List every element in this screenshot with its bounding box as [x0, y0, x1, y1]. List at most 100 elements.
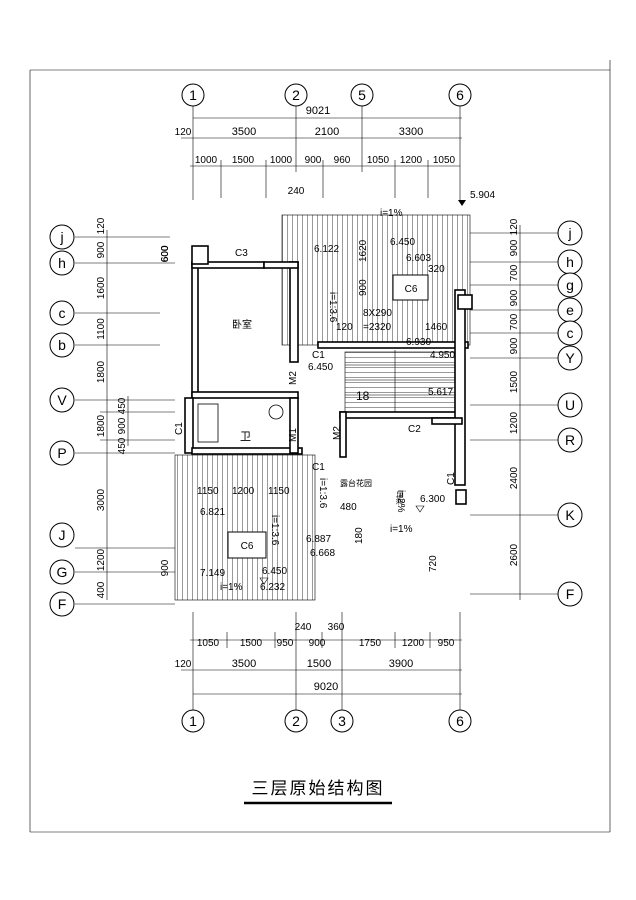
door-label: M1	[288, 428, 299, 442]
dim-note: 1150	[197, 486, 219, 497]
right-dim: 1200	[509, 411, 520, 434]
top-overall-dim: 9021	[306, 105, 330, 117]
axis-bubble: U	[557, 392, 583, 418]
level-value: 5.904	[470, 190, 495, 201]
left-dim: 1600	[96, 276, 107, 299]
svg-text:6: 6	[456, 713, 464, 729]
dim-note: 8X290	[363, 308, 392, 319]
svg-text:6: 6	[456, 87, 464, 103]
svg-text:R: R	[565, 432, 575, 448]
level-value: 6.450	[262, 566, 287, 577]
top-span-dim: 3300	[399, 126, 423, 138]
axis-bubble: c	[557, 320, 583, 346]
axis-bubble: c	[49, 300, 75, 326]
dim-note: 480	[340, 502, 357, 513]
window-label: C3	[235, 248, 248, 259]
svg-text:2: 2	[292, 87, 300, 103]
axis-bubble: h	[49, 250, 75, 276]
bathroom-walls	[184, 397, 303, 455]
svg-text:Y: Y	[565, 350, 575, 366]
axis-bubble: V	[49, 387, 75, 413]
top-sub-dim: 1050	[433, 155, 456, 166]
window-label: C1	[174, 422, 185, 435]
svg-text:K: K	[565, 507, 575, 523]
bottom-sub-dim: 1050	[197, 638, 220, 649]
dim-note: 1150	[268, 486, 290, 497]
room-label-bathroom: 卫	[240, 431, 251, 443]
bottom-small-dim: 360	[328, 622, 345, 633]
level-value: 6.930	[406, 337, 431, 348]
right-dim: 1500	[509, 370, 520, 393]
dimension-notes: 1620 900 8X290 =2320 120 1460 320 600 48…	[160, 239, 448, 572]
room-labels: 卧室 卫 露台花园 浴缸	[232, 318, 404, 505]
bottom-sub-dim: 950	[438, 638, 455, 649]
dim-note: 1200	[232, 486, 255, 497]
right-dim: 2600	[509, 543, 520, 566]
axis-bubble: R	[557, 427, 583, 453]
dim-note: 180	[354, 527, 365, 544]
left-dim: 900	[117, 417, 128, 434]
level-value: 7.149	[200, 568, 225, 579]
bottom-small-dim: 240	[295, 622, 312, 633]
bottom-sub-dim: 1200	[402, 638, 425, 649]
bottom-span-dim: 3500	[232, 658, 256, 670]
svg-text:j: j	[567, 225, 571, 241]
stair-marks	[345, 350, 455, 412]
skylight-label: C6	[241, 541, 254, 552]
svg-text:5: 5	[358, 87, 366, 103]
axis-bubble: 5	[350, 83, 374, 107]
sheet-frame	[29, 60, 611, 833]
bottom-offset-dim: 120	[175, 659, 192, 670]
axis-bubble: 2	[284, 709, 308, 733]
room-label-bath: 浴缸	[395, 491, 404, 505]
slope-label: i=1%	[390, 524, 413, 535]
bottom-span-dim: 1500	[307, 658, 331, 670]
top-sub-dim: 1000	[195, 155, 218, 166]
slope-label: i=1:3.6	[327, 292, 338, 323]
upper-terrace-hatch	[281, 214, 471, 346]
axis-bubble: j	[557, 220, 583, 246]
level-value: 6.232	[260, 582, 285, 593]
bottom-sub-dim: 1750	[359, 638, 382, 649]
window-label: C2	[408, 424, 421, 435]
bottom-sub-dim: 950	[277, 638, 294, 649]
axis-bubble: 1	[181, 83, 205, 107]
top-dimension-lines	[181, 100, 462, 200]
bottom-sub-dim: 1500	[240, 638, 263, 649]
skylight-upper: C6	[392, 274, 429, 301]
level-value: 6.668	[310, 548, 335, 559]
opening-labels: C3 C1 C1 C1 C1 C2 M2 M1 M2	[174, 248, 457, 485]
svg-text:U: U	[565, 397, 575, 413]
slope-label: i=1%	[380, 208, 403, 219]
svg-text:P: P	[57, 445, 66, 461]
bottom-dimension-lines	[181, 612, 462, 715]
svg-text:2: 2	[292, 713, 300, 729]
window-label: C1	[312, 350, 325, 361]
bottom-span-dim: 3900	[389, 658, 413, 670]
top-span-dim: 2100	[315, 126, 339, 138]
axis-bubble: 3	[330, 709, 354, 733]
axis-bubble: 2	[284, 83, 308, 107]
left-dim: 900	[96, 241, 107, 258]
level-value: 5.617	[428, 387, 453, 398]
axis-bubble: Y	[557, 345, 583, 371]
skylight-lower: C6	[227, 531, 267, 559]
top-sub-dim: 960	[334, 155, 351, 166]
room-label-bedroom: 卧室	[232, 318, 252, 331]
right-dimension-texts: 120 900 700 900 700 900 1500 1200 2400 2…	[509, 218, 520, 566]
axis-bubbles-left: j h c b V P J G F	[49, 224, 75, 617]
axis-bubble: P	[49, 440, 75, 466]
axis-bubbles-bottom: 1 2 3 6	[181, 709, 472, 733]
dim-note: 600	[160, 245, 171, 262]
right-dim: 900	[509, 239, 520, 256]
axis-bubble: J	[49, 522, 75, 548]
level-value: 6.300	[420, 494, 445, 505]
lower-terrace-hatch	[174, 454, 316, 601]
dim-note: 1460	[425, 322, 448, 333]
stair-hatch	[344, 351, 456, 413]
level-value: 6.603	[406, 253, 431, 264]
axis-bubble: 1	[181, 709, 205, 733]
svg-text:1: 1	[189, 713, 197, 729]
level-value: 6.887	[306, 534, 331, 545]
svg-text:F: F	[566, 586, 575, 602]
